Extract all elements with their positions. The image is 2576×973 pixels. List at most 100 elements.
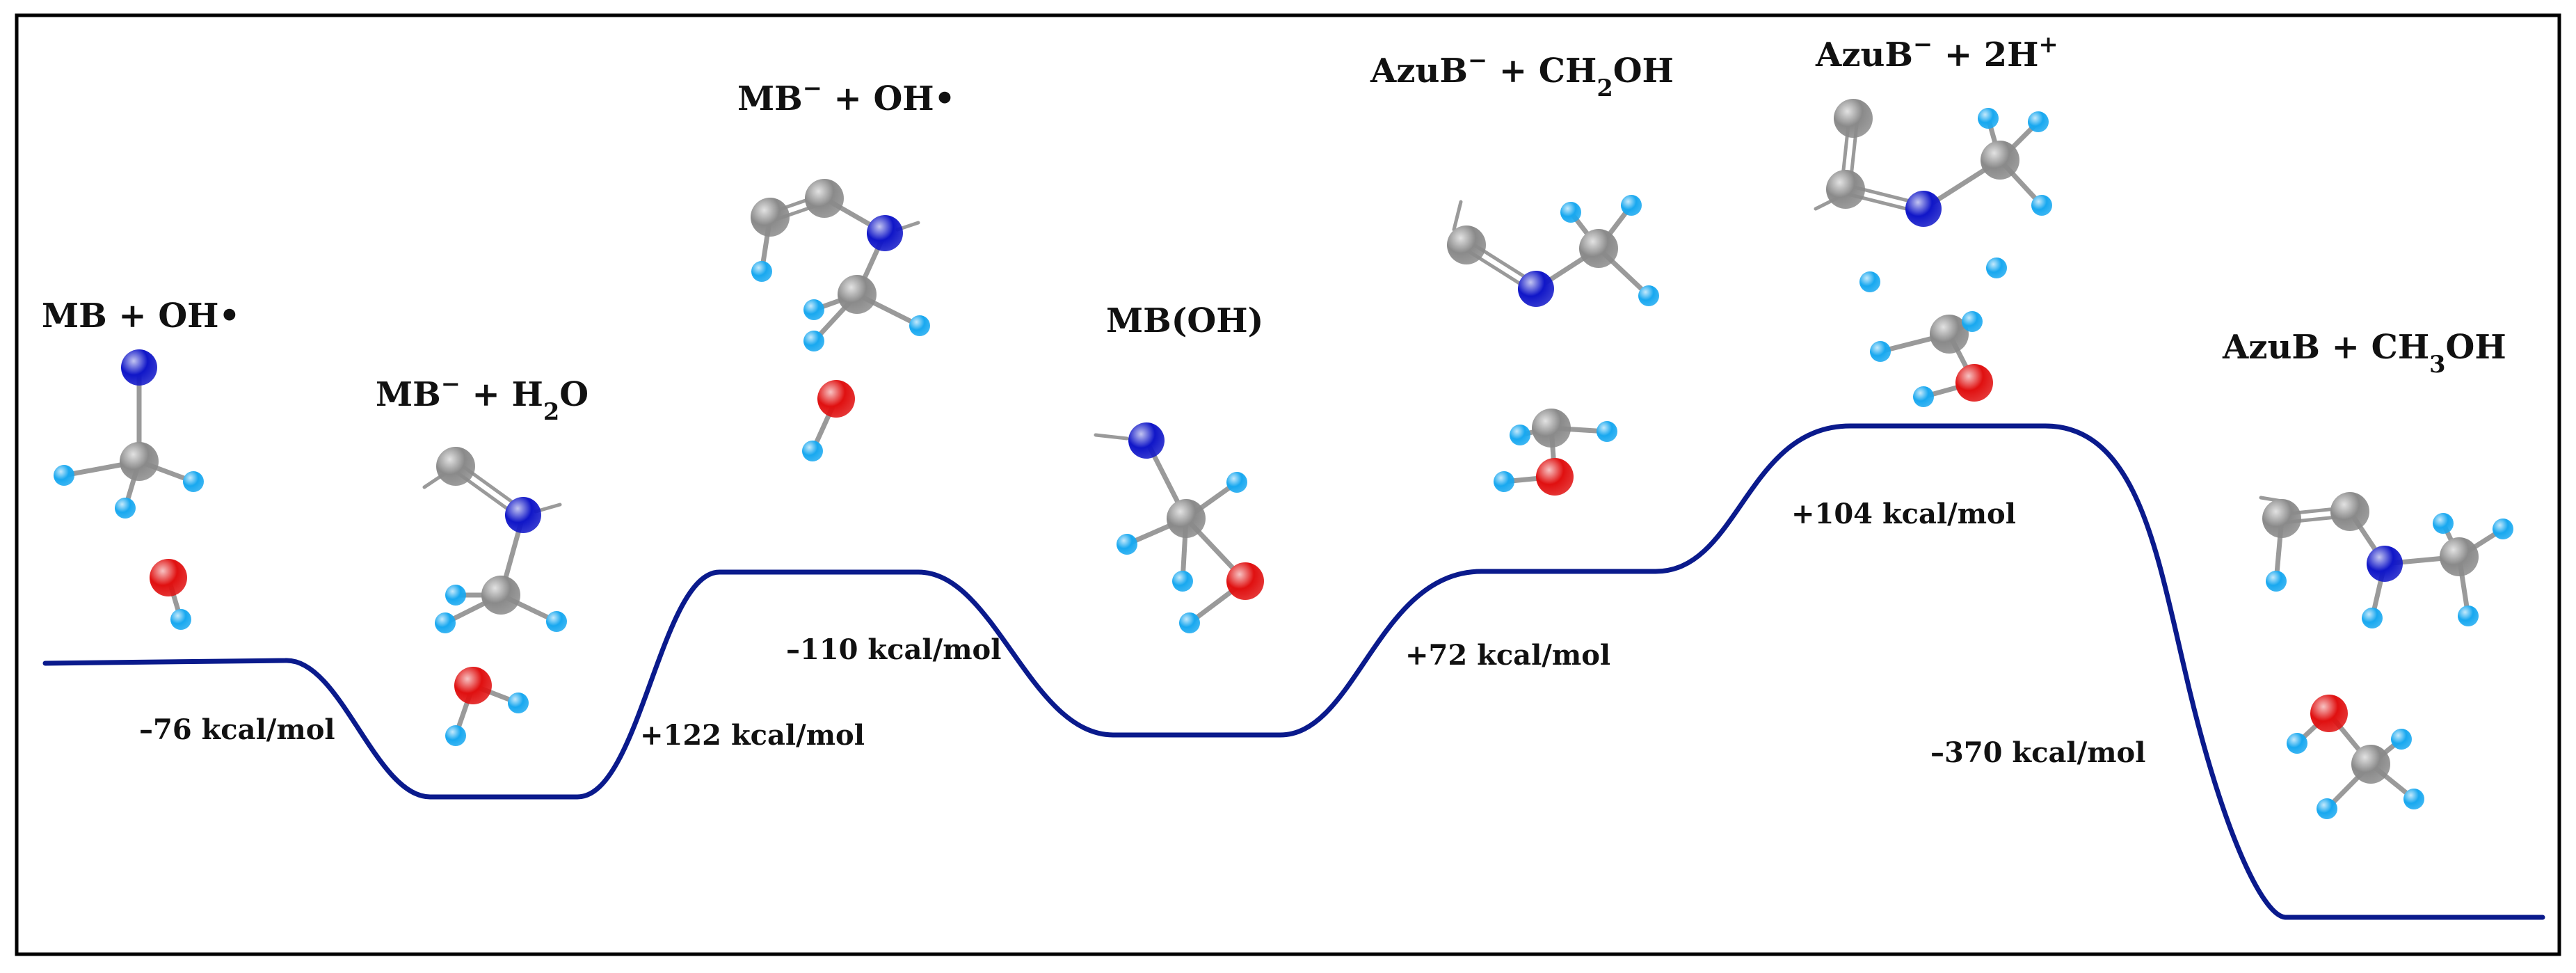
hydrogen-atom — [1638, 285, 1659, 306]
nitrogen-atom — [2367, 546, 2403, 582]
azure-b-anion-with-hydroxymethyl-icon — [1447, 195, 1659, 496]
reduced-mb-fragment-with-water-icon — [422, 447, 567, 746]
bond-stub — [1452, 200, 1463, 232]
state-label-part: + 2H — [1933, 35, 2038, 74]
hydrogen-atom — [1621, 195, 1642, 216]
carbon-atom — [2330, 492, 2369, 531]
hydrogen-atom — [2362, 608, 2383, 628]
state-label-part: + CH — [1487, 52, 1597, 90]
hydrogen-atom — [803, 331, 824, 351]
energy-change-label: –76 kcal/mol — [139, 713, 335, 746]
carbon-atom — [481, 576, 520, 615]
transition-labels: –76 kcal/mol+122 kcal/mol–110 kcal/mol+7… — [139, 498, 2145, 769]
hydrogen-atom — [2391, 729, 2412, 750]
state-label-part: MB(OH) — [1106, 301, 1263, 340]
state-label: AzuB− + CH2OH — [1370, 46, 1674, 102]
carbon-atom — [1981, 141, 2019, 180]
hydrogen-atom — [1226, 472, 1247, 493]
oxygen-atom — [150, 559, 187, 596]
oxygen-atom — [817, 380, 855, 418]
oxygen-atom — [1226, 562, 1264, 600]
hydrogen-atom — [2403, 789, 2424, 809]
hydrogen-atom — [2031, 195, 2052, 216]
azure-b-with-methanol-icon — [2259, 492, 2513, 819]
hydrogen-atom — [170, 609, 191, 630]
carbon-atom — [1447, 226, 1486, 264]
energy-change-label: –110 kcal/mol — [786, 633, 1001, 666]
hydrogen-atom — [1859, 271, 1880, 292]
state-label-part: + — [2039, 30, 2058, 58]
hydrogen-atom — [2287, 733, 2307, 754]
hydrogen-atom — [445, 585, 466, 606]
state-label-part: − — [803, 74, 822, 102]
hydrogen-atom — [183, 471, 204, 492]
hydrogen-atom — [802, 441, 823, 461]
hydrogen-atom — [2317, 798, 2337, 819]
hydrogen-atom — [803, 299, 824, 320]
reduced-mb-fragment-with-hydroxyl-icon — [751, 179, 930, 461]
state-label-part: OH — [2446, 328, 2506, 367]
carbon-atom — [838, 275, 877, 314]
state-label: AzuB− + 2H+ — [1815, 30, 2058, 74]
state-label-part: MB + OH• — [42, 296, 240, 335]
carbon-atom — [2440, 537, 2479, 576]
hydroxylated-mb-fragment-icon — [1094, 422, 1264, 633]
hydrogen-atom — [2433, 513, 2454, 534]
state-label-part: − — [1913, 30, 1933, 58]
carbon-atom — [751, 198, 790, 237]
carbon-atom — [1826, 170, 1865, 209]
diagram-frame — [15, 13, 2561, 956]
hydrogen-atom — [2028, 111, 2049, 132]
hydrogen-atom — [508, 693, 529, 713]
bond-stub — [1094, 433, 1129, 441]
hydrogen-atom — [1986, 258, 2007, 278]
carbon-atom — [1834, 99, 1873, 138]
energy-pathway-line — [42, 423, 2545, 920]
oxygen-atom — [1955, 364, 1993, 402]
energy-change-label: +104 kcal/mol — [1791, 498, 2016, 530]
oxygen-atom — [1536, 458, 1574, 496]
carbon-atom — [1930, 315, 1969, 354]
hydrogen-atom — [54, 465, 74, 486]
hydrogen-atom — [1560, 202, 1581, 223]
state-label: MB− + H2O — [376, 370, 589, 425]
state-label-part: O — [559, 375, 589, 414]
state-label-part: MB — [737, 79, 803, 118]
hydrogen-atom — [1870, 341, 1891, 362]
state-label-part: 3 — [2429, 350, 2445, 378]
methylene-blue-fragment-with-hydroxyl-radical-icon — [54, 349, 204, 630]
carbon-atom — [436, 447, 475, 486]
nitrogen-atom — [121, 349, 157, 386]
hydrogen-atom — [1510, 425, 1530, 445]
state-label-part: MB — [376, 375, 441, 414]
state-label: MB(OH) — [1106, 301, 1263, 340]
state-label-part: OH — [1613, 52, 1674, 90]
state-label-part: − — [1468, 46, 1487, 74]
carbon-atom — [2262, 499, 2301, 538]
hydrogen-atom — [546, 611, 567, 632]
carbon-atom — [1579, 229, 1618, 268]
nitrogen-atom — [1128, 422, 1165, 459]
hydrogen-atom — [1179, 612, 1200, 633]
state-label-part: AzuB + CH — [2222, 328, 2429, 367]
state-label-part: 2 — [543, 397, 559, 425]
state-label: AzuB + CH3OH — [2222, 328, 2506, 378]
hydrogen-atom — [115, 498, 136, 519]
nitrogen-atom — [505, 497, 541, 533]
hydrogen-atom — [1494, 471, 1514, 492]
hydrogen-atom — [1172, 571, 1193, 592]
azure-b-anion-with-protons-icon — [1814, 99, 2052, 407]
state-label-part: + H — [461, 375, 543, 414]
state-label: MB− + OH• — [737, 74, 955, 118]
state-label-part: 2 — [1597, 74, 1613, 102]
state-label-part: AzuB — [1815, 35, 1913, 74]
hydrogen-atom — [445, 725, 466, 746]
hydrogen-atom — [2458, 606, 2479, 626]
energy-change-label: –370 kcal/mol — [1930, 736, 2145, 769]
energy-change-label: +72 kcal/mol — [1405, 639, 1610, 672]
state-label-part: + OH• — [822, 79, 955, 118]
hydrogen-atom — [751, 261, 772, 282]
